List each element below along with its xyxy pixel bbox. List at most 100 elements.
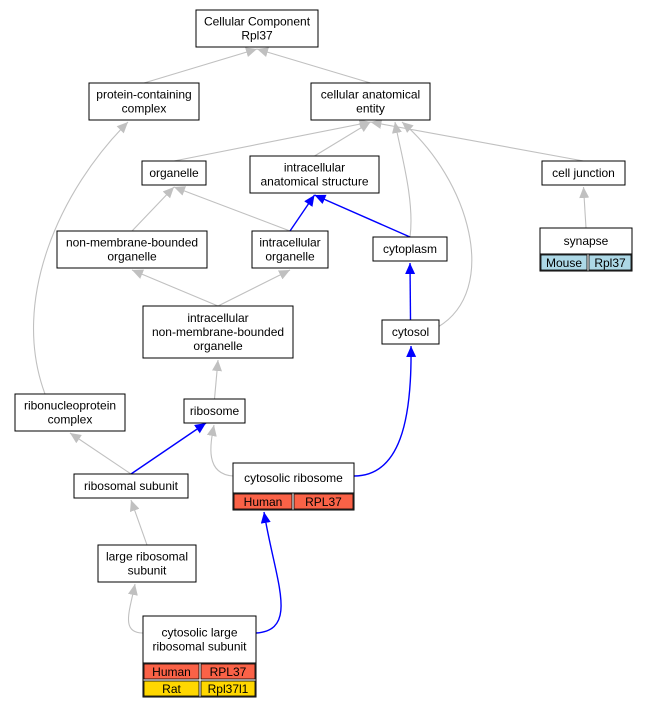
edge-cytosolic-ribosome-to-cytosol (353, 345, 417, 477)
node-box (14, 393, 126, 432)
node-label-organelle: organelle (107, 250, 157, 264)
node-box (381, 319, 440, 345)
node-label-non-membrane-bounded: non-membrane-bounded (66, 236, 198, 250)
node-label-anatomical-structure: anatomical structure (260, 175, 368, 189)
edge-protein-complex-to-cc-root (143, 47, 258, 84)
node-ribosomal-subunit[interactable]: ribosomal subunit (73, 473, 189, 499)
node-cell-junction[interactable]: cell junction (541, 160, 626, 186)
node-label-cytosolic-large: cytosolic large (161, 626, 237, 640)
node-label-non-membrane-bounded: non-membrane-bounded (152, 325, 284, 339)
node-box (73, 473, 189, 499)
node-label-organelle: organelle (193, 339, 243, 353)
node-label-ribosomal-subunit: ribosomal subunit (152, 640, 247, 654)
node-box (141, 160, 207, 186)
node-label-ribosome: ribosome (190, 404, 240, 418)
node-label-cytoplasm: cytoplasm (383, 242, 437, 256)
species-label: Mouse (546, 256, 582, 270)
species-label: Human (244, 495, 283, 509)
gene-label: RPL37 (305, 495, 342, 509)
edge-cytosolic-large-to-cytosolic-ribosome (255, 511, 282, 634)
edge-ribosome-to-inmbo (212, 359, 222, 400)
edge-nmbo-to-organelle (131, 186, 175, 232)
gene-label: Rpl37l1 (208, 682, 249, 696)
edge-cytosol-to-cytoplasm (405, 262, 416, 321)
node-label-synapse: synapse (564, 234, 609, 248)
edge-cytoplasm-to-cae (392, 121, 412, 238)
node-label-organelle: organelle (149, 166, 199, 180)
edge-synapse-to-cell-junction (579, 186, 590, 229)
node-label-cytosolic-ribosome: cytosolic ribosome (244, 471, 343, 485)
node-label-intracellular: intracellular (259, 236, 320, 250)
edge-cytoplasm-to-ias (314, 194, 411, 238)
edge-io-to-ias (289, 194, 316, 232)
node-label-rpl37: Rpl37 (241, 29, 273, 43)
node-box (56, 230, 208, 269)
node-cytoplasm[interactable]: cytoplasm (372, 236, 448, 262)
species-label: Human (152, 665, 191, 679)
edge-ias-to-cae (314, 121, 371, 157)
node-layer: Cellular ComponentRpl37protein-containin… (14, 9, 633, 698)
edge-large-subunit-to-ribosomal-subunit (129, 499, 148, 546)
edge-inmbo-to-io (217, 269, 291, 307)
species-label: Rat (162, 682, 181, 696)
edge-rnp-to-protein-complex (32, 121, 129, 395)
gene-label: Rpl37 (594, 256, 626, 270)
gene-label: RPL37 (210, 665, 247, 679)
edge-ribosomal-subunit-to-ribosome (130, 422, 207, 475)
node-box (541, 160, 626, 186)
species-cell (540, 254, 588, 271)
node-label-ribosomal-subunit: ribosomal subunit (84, 479, 179, 493)
node-ribosome[interactable]: ribosome (183, 398, 246, 424)
edge-inmbo-to-nmbo (131, 269, 219, 307)
node-cytosol[interactable]: cytosol (381, 319, 440, 345)
node-label-organelle: organelle (265, 250, 315, 264)
node-label-intracellular: intracellular (187, 311, 248, 325)
node-label-cell-junction: cell junction (552, 166, 615, 180)
edge-ribosomal-subunit-to-rnp (69, 432, 132, 475)
node-inmbo[interactable]: intracellularnon-membrane-boundedorganel… (142, 305, 294, 359)
edge-cytosol-to-cae (401, 121, 473, 328)
edge-layer (32, 47, 590, 634)
node-label-cellular-component: Cellular Component (204, 15, 311, 29)
node-label-entity: entity (356, 102, 385, 116)
node-box (310, 82, 431, 121)
node-label-complex: complex (122, 102, 167, 116)
gene-cell (293, 493, 354, 510)
node-box (142, 305, 294, 359)
species-cell (233, 493, 293, 510)
gene-cell (200, 663, 256, 680)
species-cell (143, 680, 200, 697)
edge-cae-to-cc-root (256, 47, 371, 84)
node-label-ribonucleoprotein: ribonucleoprotein (24, 399, 116, 413)
node-box (183, 398, 246, 424)
node-box (97, 544, 197, 583)
node-label-intracellular: intracellular (284, 161, 345, 175)
edge-organelle-to-cae (173, 119, 371, 162)
node-label-cellular-anatomical: cellular anatomical (321, 88, 420, 102)
edge-io-to-organelle (173, 186, 291, 232)
node-label-protein-containing: protein-containing (96, 88, 191, 102)
node-label-large-ribosomal: large ribosomal (106, 550, 188, 564)
node-organelle[interactable]: organelle (141, 160, 207, 186)
gene-cell (200, 680, 256, 697)
edge-cytosolic-large-to-large-subunit (128, 583, 144, 634)
gene-cell (588, 254, 632, 271)
node-box (195, 9, 319, 48)
node-label-subunit: subunit (128, 564, 167, 578)
node-box (249, 155, 380, 194)
node-box (88, 82, 200, 121)
node-box (251, 230, 329, 269)
species-cell (143, 663, 200, 680)
edge-cytosolic-ribosome-to-ribosome (206, 424, 234, 477)
